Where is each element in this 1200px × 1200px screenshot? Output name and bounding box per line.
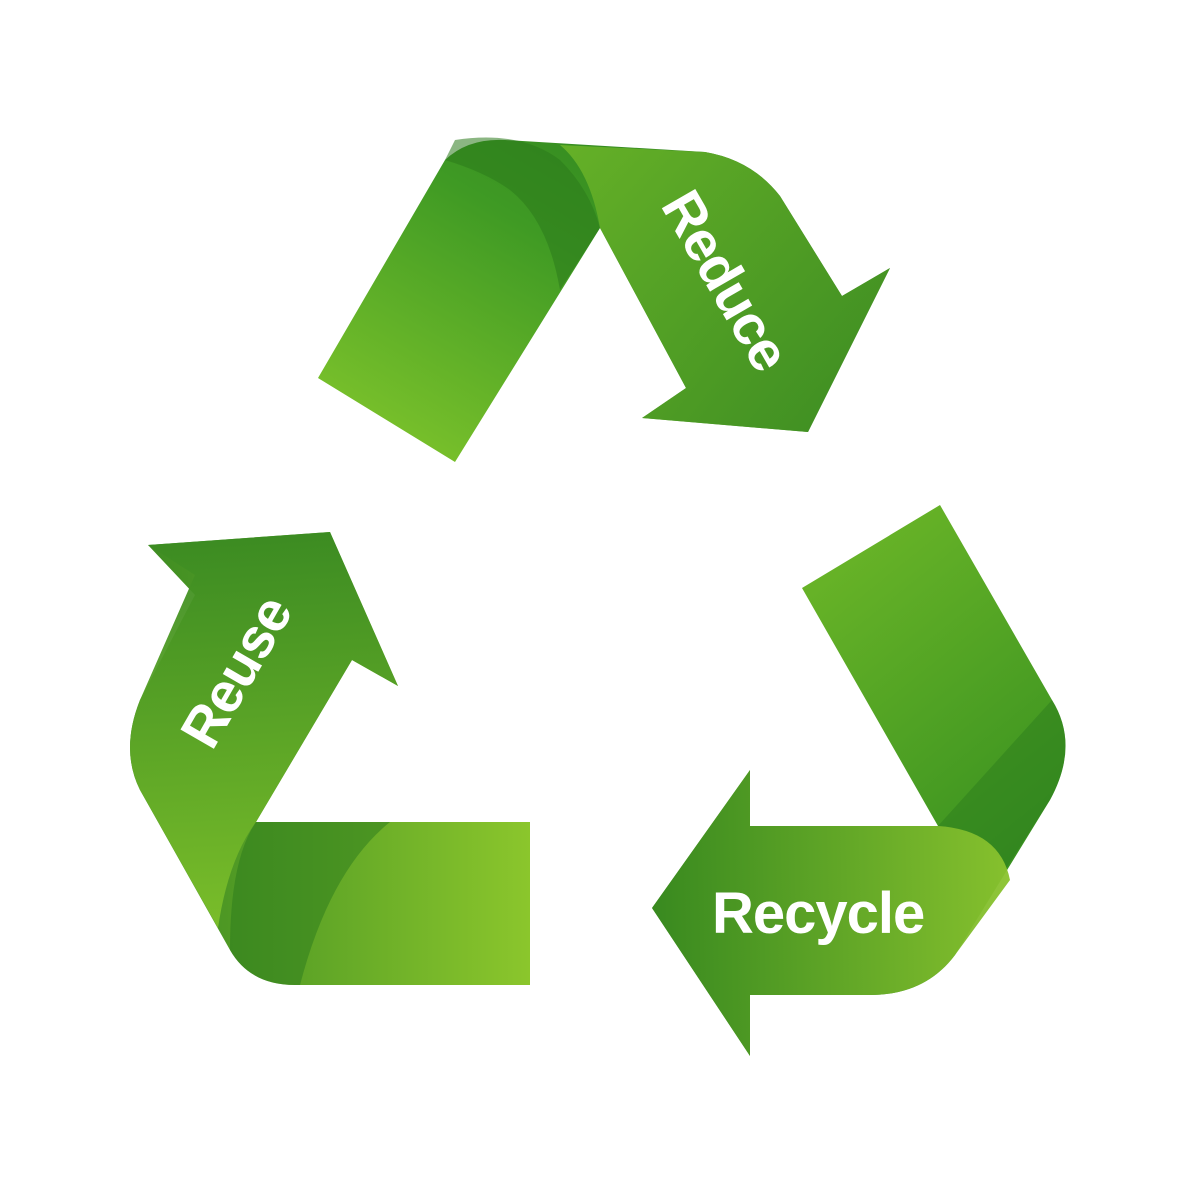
recycle-label: Recycle [712,881,924,946]
reduce-arrow: Reduce [318,137,890,463]
reuse-arrow: Reuse [130,532,530,985]
reuse-arrow-up [130,532,398,928]
reuse-arrow-fold [230,822,390,985]
reduce-arrow-fold [445,137,600,290]
recycle-arrow-fold [938,700,1066,870]
reduce-arrow-head [560,145,890,432]
recycle-arrow-bottom [652,770,1010,1056]
recycle-arrow: Recycle [652,505,1066,1056]
